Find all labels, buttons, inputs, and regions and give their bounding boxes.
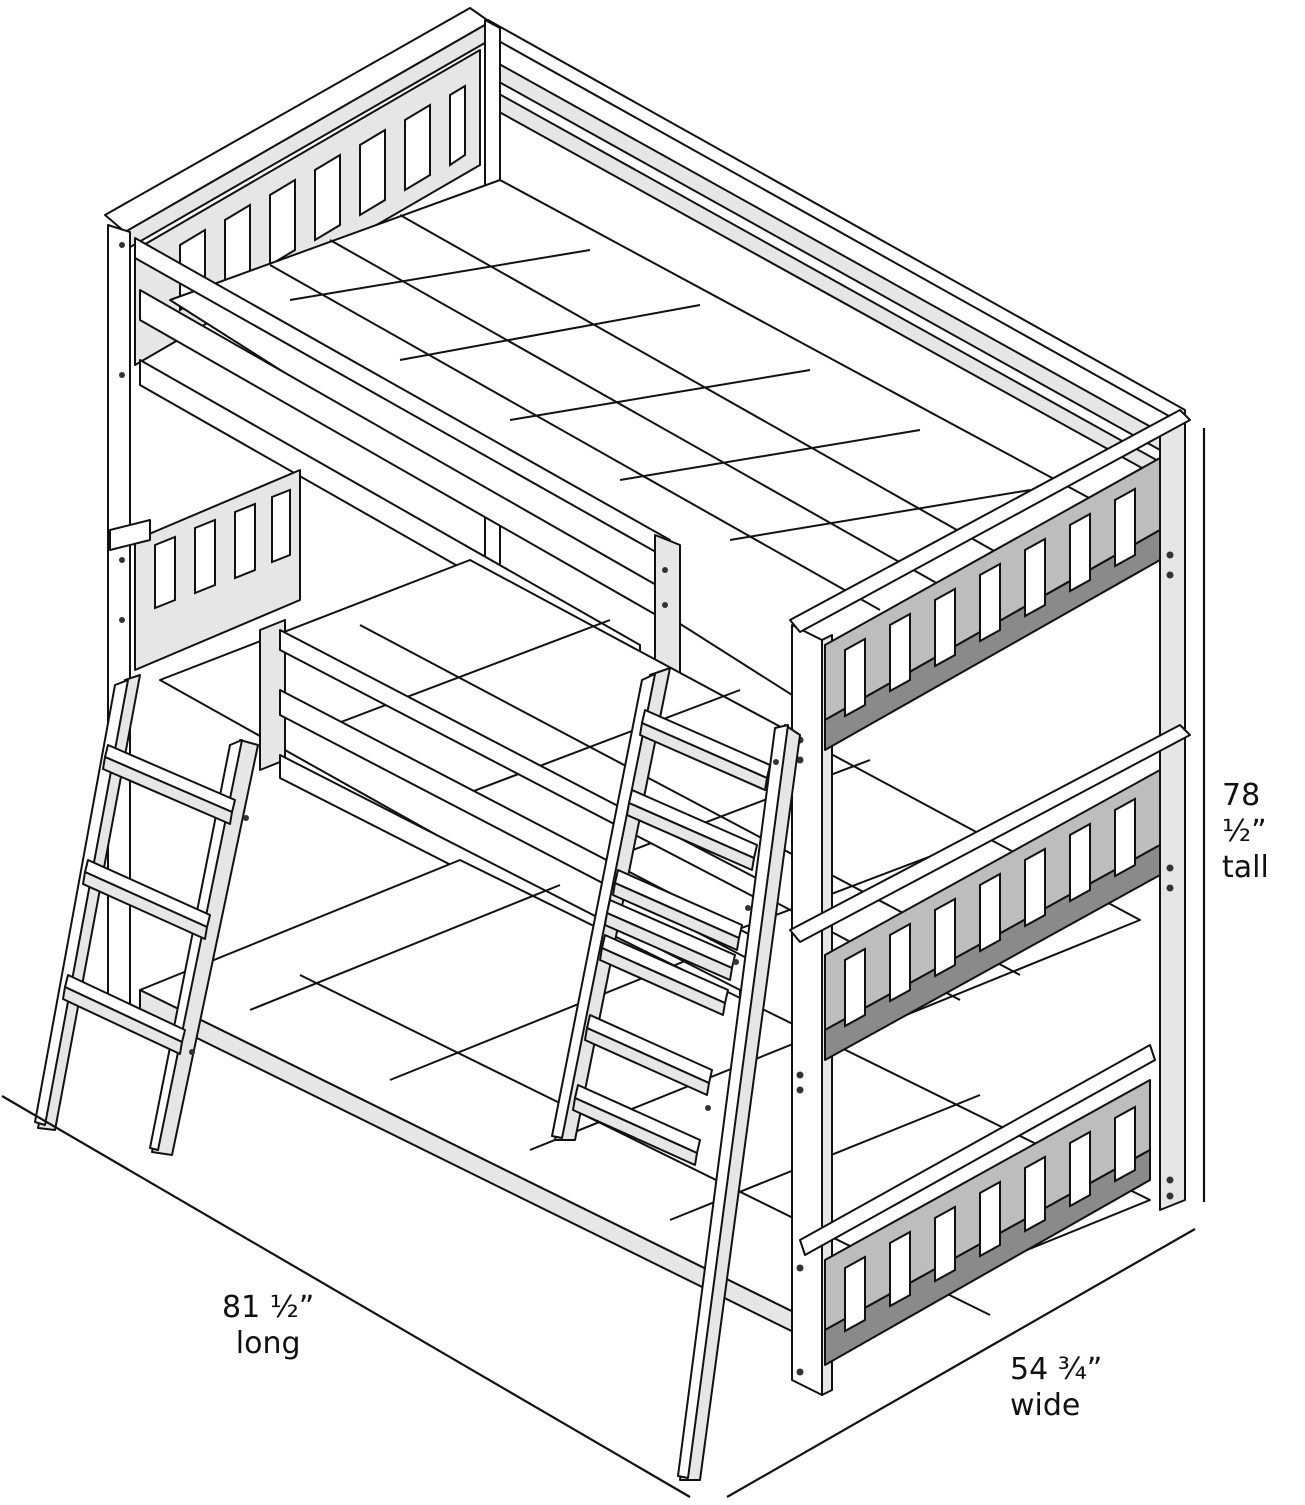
- left-ladder: [34, 674, 259, 1156]
- height-label: 78 ½” tall: [1222, 778, 1305, 886]
- length-value: 81 ½”: [222, 1290, 315, 1325]
- middle-headboard: [109, 469, 301, 671]
- right-ladder: [551, 667, 801, 1481]
- bottom-bunk-deck: [139, 859, 1151, 1351]
- length-label: 81 ½” long: [222, 1290, 314, 1362]
- width-unit-word: wide: [1010, 1388, 1081, 1423]
- length-unit-word: long: [235, 1326, 301, 1361]
- back-side-rails: [484, 19, 1186, 721]
- dimension-lines: [1, 428, 1206, 1498]
- width-label: 54 ¾” wide: [1010, 1352, 1102, 1424]
- height-value: 78 ½”: [1222, 778, 1267, 849]
- back-headboard-top: [104, 7, 491, 1011]
- front-footboard: [789, 409, 1191, 1396]
- height-unit-word: tall: [1222, 850, 1269, 885]
- length-dimension-line: [1, 1095, 691, 1498]
- width-dimension-line: [726, 1228, 1196, 1498]
- width-value: 54 ¾”: [1010, 1352, 1103, 1387]
